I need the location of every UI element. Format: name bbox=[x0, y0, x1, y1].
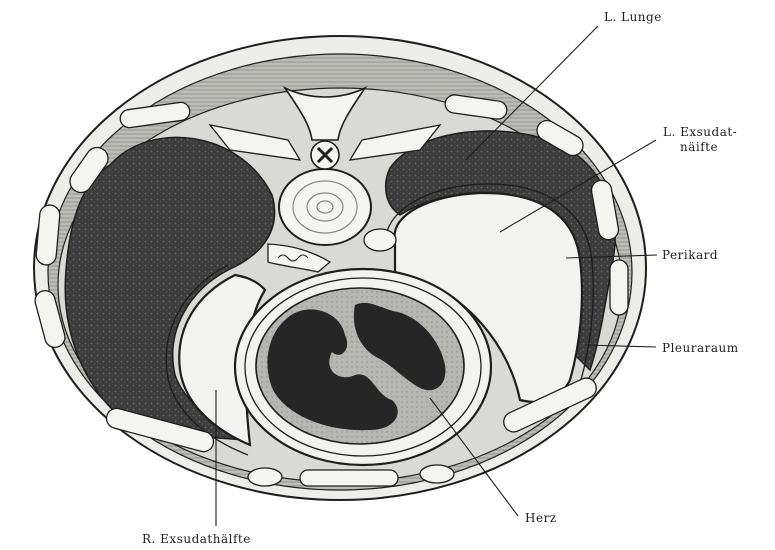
label-pleuraraum: Pleuraraum bbox=[662, 341, 739, 355]
label-perikard: Perikard bbox=[662, 248, 718, 262]
label-l-exsudat-line1: L. Exsudat- bbox=[663, 125, 737, 139]
label-r-exsudat: R. Exsudathälfte bbox=[142, 532, 251, 546]
rib bbox=[300, 470, 398, 486]
label-herz: Herz bbox=[525, 511, 557, 525]
rib bbox=[420, 465, 454, 483]
label-l-exsudat-line2: näifte bbox=[680, 140, 718, 154]
label-l-lunge: L. Lunge bbox=[604, 10, 662, 24]
aorta bbox=[364, 229, 396, 251]
rib bbox=[610, 260, 628, 315]
rib bbox=[248, 468, 282, 486]
